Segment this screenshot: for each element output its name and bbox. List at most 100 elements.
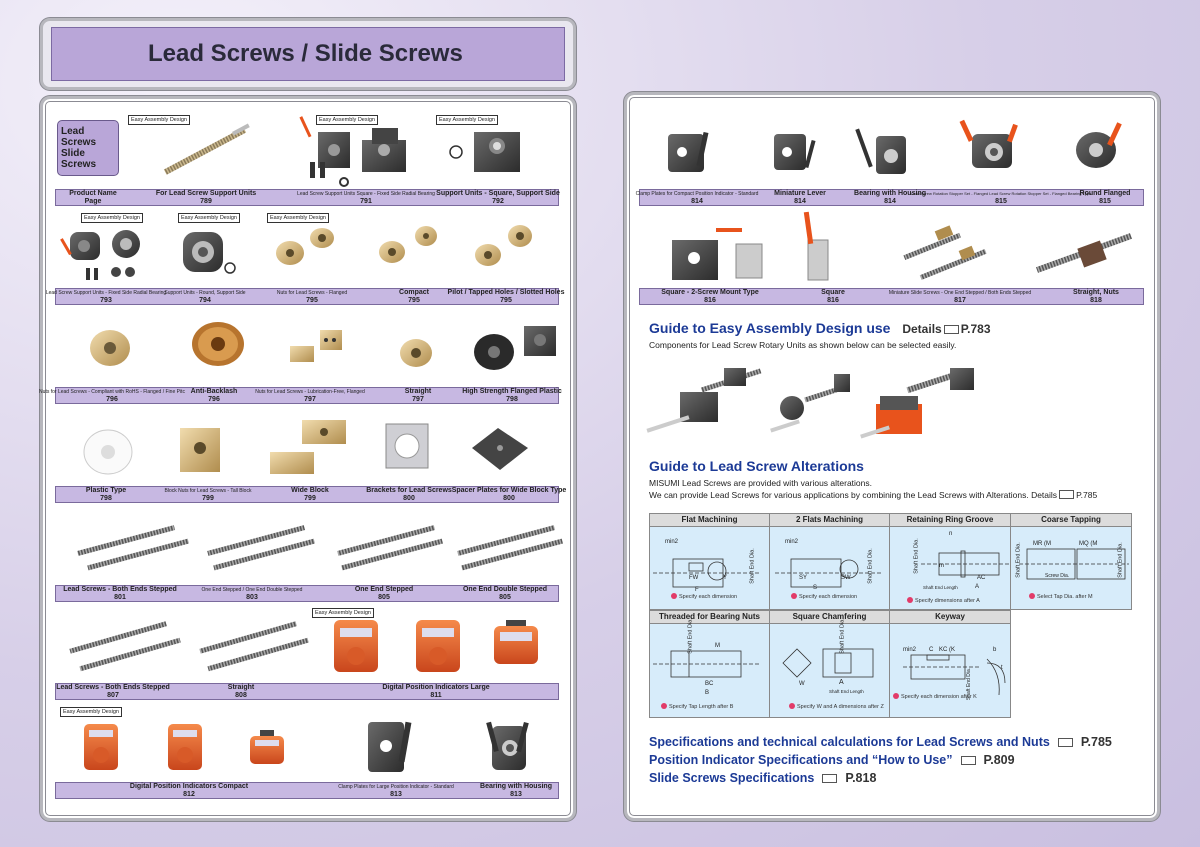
spec-link-position-indicator[interactable]: Position Indicator Specifications and “H… xyxy=(649,753,1015,767)
product-page[interactable]: 808 xyxy=(235,692,247,699)
product-page[interactable]: 798 xyxy=(506,396,518,403)
product-page[interactable]: 805 xyxy=(378,594,390,601)
alteration-note: Specify dimensions after A xyxy=(907,597,980,604)
product-page[interactable]: 797 xyxy=(304,396,316,403)
badge-line-2: Slide Screws xyxy=(61,148,97,170)
product-page[interactable]: 805 xyxy=(499,594,511,601)
product-page[interactable]: 793 xyxy=(100,297,112,304)
product-name[interactable]: One End Stepped xyxy=(354,586,414,593)
dim-label: BC xyxy=(705,681,714,687)
product-name[interactable]: Compact xyxy=(399,289,429,296)
product-name[interactable]: Clamp Plates for Large Position Indicato… xyxy=(338,784,454,790)
product-name[interactable]: Plastic Type xyxy=(85,487,127,494)
caption-band-row3: Nuts for Lead Screws - Compliant with Ro… xyxy=(39,387,562,404)
product-name[interactable]: Square xyxy=(821,289,845,296)
product-name[interactable]: Lead Screw Support Units Square - Fixed … xyxy=(297,191,435,197)
product-page[interactable]: 797 xyxy=(412,396,424,403)
product-name[interactable]: Clamp Plates for Compact Position Indica… xyxy=(635,191,759,197)
alteration-cell xyxy=(889,623,1011,718)
product-page[interactable]: 794 xyxy=(199,297,211,304)
product-name[interactable]: Bearing with Housing xyxy=(854,190,926,197)
easy-assembly-tag: Easy Assembly Design xyxy=(60,707,122,717)
product-page[interactable]: 789 xyxy=(200,198,212,205)
product-name: Product Name xyxy=(69,190,117,197)
product-name[interactable]: Lead Screws - Both Ends Stepped xyxy=(56,684,170,691)
product-name[interactable]: Pilot / Tapped Holes / Slotted Holes xyxy=(447,289,565,296)
product-page[interactable]: 791 xyxy=(360,198,372,205)
product-page[interactable]: 795 xyxy=(408,297,420,304)
product-page[interactable]: 801 xyxy=(114,594,126,601)
product-name[interactable]: Round Flanged xyxy=(1079,190,1131,197)
alteration-cell xyxy=(889,526,1011,610)
product-page[interactable]: 800 xyxy=(503,495,515,502)
product-page[interactable]: 798 xyxy=(100,495,112,502)
product-page[interactable]: 813 xyxy=(510,791,522,798)
product-name[interactable]: Anti-Backlash xyxy=(190,388,238,395)
product-name[interactable]: Wide Block xyxy=(291,487,329,494)
product-page[interactable]: 817 xyxy=(954,297,966,304)
guide-easy-assembly-heading: Guide to Easy Assembly Design use Detail… xyxy=(649,320,991,336)
product-page[interactable]: 814 xyxy=(691,198,703,205)
dim-label: SY xyxy=(799,575,808,581)
product-page[interactable]: 795 xyxy=(500,297,512,304)
guide-alterations-heading: Guide to Lead Screw Alterations xyxy=(649,458,864,474)
product-page[interactable]: 795 xyxy=(306,297,318,304)
product-name[interactable]: Lead Screws - Both Ends Stepped xyxy=(63,586,177,593)
product-name[interactable]: Miniature Slide Screws - One End Stepped… xyxy=(888,290,1032,296)
product-page[interactable]: 815 xyxy=(995,198,1007,205)
alteration-note: Specify each dimension xyxy=(791,593,857,600)
product-page[interactable]: 816 xyxy=(827,297,839,304)
product-name[interactable]: Nuts for Lead Screws - Flanged xyxy=(276,290,348,296)
product-name[interactable]: Spacer Plates for Wide Block Type xyxy=(451,487,567,494)
product-name[interactable]: Straight xyxy=(404,388,432,395)
product-page[interactable]: 816 xyxy=(704,297,716,304)
product-name[interactable]: Digital Position Indicators Large xyxy=(382,684,490,691)
product-name[interactable]: Straight, Nuts xyxy=(1073,289,1119,296)
product-page[interactable]: 799 xyxy=(304,495,316,502)
product-page[interactable]: 796 xyxy=(106,396,118,403)
spec-link-lead-screws[interactable]: Specifications and technical calculation… xyxy=(649,735,1112,749)
product-page[interactable]: 814 xyxy=(884,198,896,205)
product-page[interactable]: 814 xyxy=(794,198,806,205)
product-name[interactable]: Miniature Lever xyxy=(774,190,826,197)
product-name[interactable]: Lead Screw Rotation Stopper Set - Flange… xyxy=(910,191,1092,196)
product-page[interactable]: 815 xyxy=(1099,198,1111,205)
product-page[interactable]: 796 xyxy=(208,396,220,403)
product-name[interactable]: Nuts for Lead Screws - Compliant with Ro… xyxy=(39,389,185,395)
product-page[interactable]: 818 xyxy=(1090,297,1102,304)
product-page[interactable]: 813 xyxy=(390,791,402,798)
product-name[interactable]: For Lead Screw Support Units xyxy=(155,190,257,197)
product-name[interactable]: Support Units - Round, Support Side xyxy=(164,290,246,296)
product-page[interactable]: 792 xyxy=(492,198,504,205)
product-name[interactable]: Straight xyxy=(227,684,255,691)
product-name[interactable]: Support Units - Square, Support Side xyxy=(436,190,560,197)
product-name[interactable]: One End Stepped / One End Double Stepped xyxy=(201,587,303,593)
product-page[interactable]: 812 xyxy=(183,791,195,798)
product-name[interactable]: Digital Position Indicators Compact xyxy=(129,783,249,790)
product-page[interactable]: 799 xyxy=(202,495,214,502)
caption-band-row6: Lead Screws - Both Ends Stepped 807 Stra… xyxy=(55,683,559,700)
dim-label: B xyxy=(705,690,710,696)
spec-page: P.785 xyxy=(1080,735,1112,749)
details-page[interactable]: P.783 xyxy=(960,322,991,336)
product-name[interactable]: Lead Screw Support Units - Fixed Side Ra… xyxy=(45,290,167,296)
easy-assembly-tag: Easy Assembly Design xyxy=(312,608,374,618)
product-name[interactable]: Nuts for Lead Screws - Lubrication-Free,… xyxy=(255,389,365,395)
product-page[interactable]: 800 xyxy=(403,495,415,502)
spec-text: Slide Screws Specifications xyxy=(649,771,815,785)
product-name[interactable]: Square - 2-Screw Mount Type xyxy=(661,289,759,296)
dim-label: W xyxy=(799,681,805,687)
dim-label: MR (M xyxy=(1033,541,1051,547)
product-name[interactable]: Block Nuts for Lead Screws - Tall Block xyxy=(164,488,252,494)
product-page[interactable]: 807 xyxy=(107,692,119,699)
alterations-page-link[interactable]: P.785 xyxy=(1076,490,1098,500)
easy-assembly-tag: Easy Assembly Design xyxy=(178,213,240,223)
product-name[interactable]: One End Double Stepped xyxy=(462,586,548,593)
product-page[interactable]: 811 xyxy=(430,692,442,699)
product-name[interactable]: Bearing with Housing xyxy=(480,783,552,790)
product-name[interactable]: Brackets for Lead Screws xyxy=(366,487,452,494)
product-name[interactable]: High Strength Flanged Plastic xyxy=(462,388,562,395)
product-page[interactable]: 803 xyxy=(246,594,258,601)
